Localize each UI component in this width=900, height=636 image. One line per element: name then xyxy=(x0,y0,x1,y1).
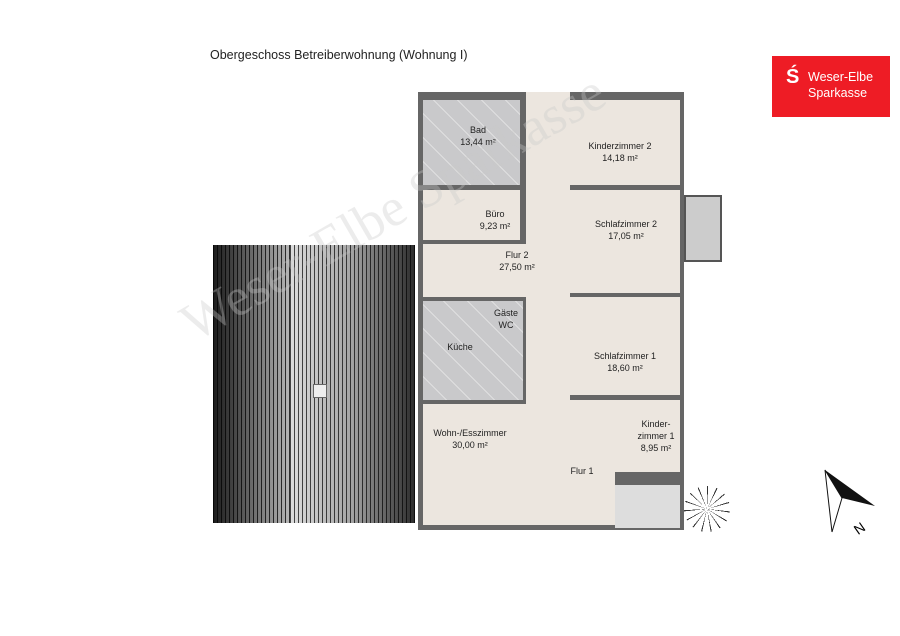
roof-ridge xyxy=(290,245,415,523)
room-bad xyxy=(423,100,520,185)
plan-title: Obergeschoss Betreiberwohnung (Wohnung I… xyxy=(210,48,468,62)
chimney xyxy=(313,384,327,398)
north-arrow-icon: N xyxy=(824,469,875,538)
spiral-staircase xyxy=(684,486,730,532)
compass-n-label: N xyxy=(851,519,868,538)
landing xyxy=(615,485,680,528)
compass-arrow xyxy=(825,470,875,532)
room-wohn-esszimmer xyxy=(423,404,565,525)
room-kinderzimmer-2 xyxy=(570,100,680,185)
room-flur-2 xyxy=(423,244,570,297)
room-label-kueche: Küche xyxy=(447,342,473,352)
room-buero xyxy=(423,190,520,240)
room-kinderzimmer-1 xyxy=(595,400,680,472)
floor-plan xyxy=(418,92,684,530)
room-kueche xyxy=(423,301,523,400)
bay-extension xyxy=(684,195,722,262)
logo-line1: Weser-Elbe xyxy=(808,70,874,84)
room-label-flur-1: Flur 1 xyxy=(570,466,594,476)
room-label-gaeste-wc: Gäste WC xyxy=(493,308,518,330)
room-schlafzimmer-2 xyxy=(570,190,680,293)
sparkasse-s-icon: Ś xyxy=(786,66,800,88)
compass-arrow-light xyxy=(824,469,843,533)
room-schlafzimmer-1 xyxy=(570,297,680,395)
logo-line2: Sparkasse xyxy=(808,86,868,100)
